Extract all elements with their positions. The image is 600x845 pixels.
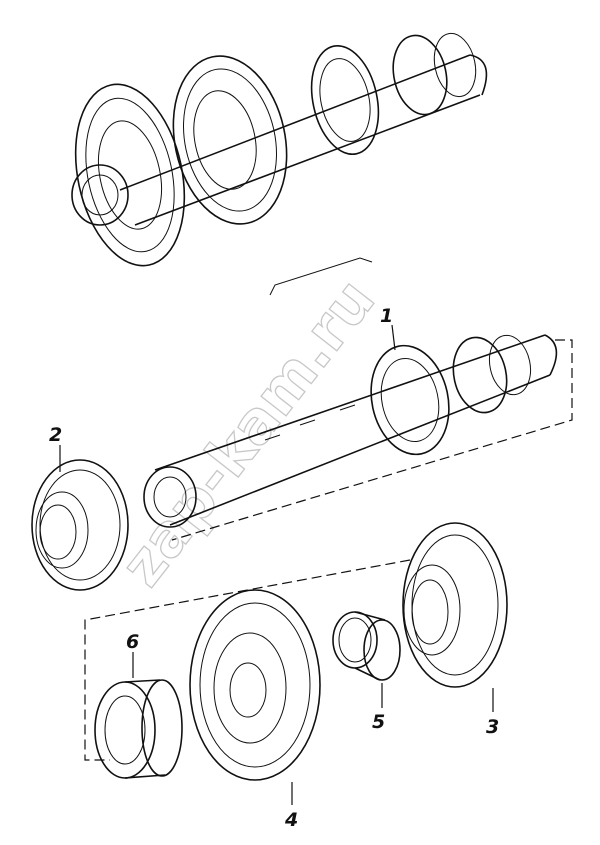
bearing-icon bbox=[71, 164, 129, 226]
gear-icon bbox=[172, 55, 288, 225]
gear-icon bbox=[310, 44, 380, 156]
group-bracket bbox=[269, 257, 373, 296]
gear-icon bbox=[402, 522, 508, 688]
watermark: zap-kam.ru bbox=[107, 266, 387, 598]
callout-1: 1 bbox=[380, 305, 393, 327]
ring-icon bbox=[332, 611, 401, 681]
gear-icon bbox=[74, 83, 186, 267]
shaft-icon bbox=[392, 32, 477, 116]
callout-6: 6 bbox=[126, 631, 139, 653]
group-frame-upper bbox=[171, 339, 573, 541]
callout-4: 4 bbox=[284, 809, 298, 831]
callout-3: 3 bbox=[486, 716, 499, 738]
callout-2: 2 bbox=[49, 424, 62, 446]
bearing-icon bbox=[94, 679, 183, 779]
gear-icon bbox=[189, 589, 321, 781]
gear-icon bbox=[370, 344, 450, 456]
shaft-assembly-middle bbox=[143, 334, 558, 528]
bearing-icon bbox=[143, 466, 197, 528]
shaft-icon bbox=[452, 334, 532, 414]
gear-icon bbox=[31, 459, 129, 591]
assembled-shaft-top bbox=[71, 32, 488, 267]
callout-5: 5 bbox=[372, 711, 385, 733]
